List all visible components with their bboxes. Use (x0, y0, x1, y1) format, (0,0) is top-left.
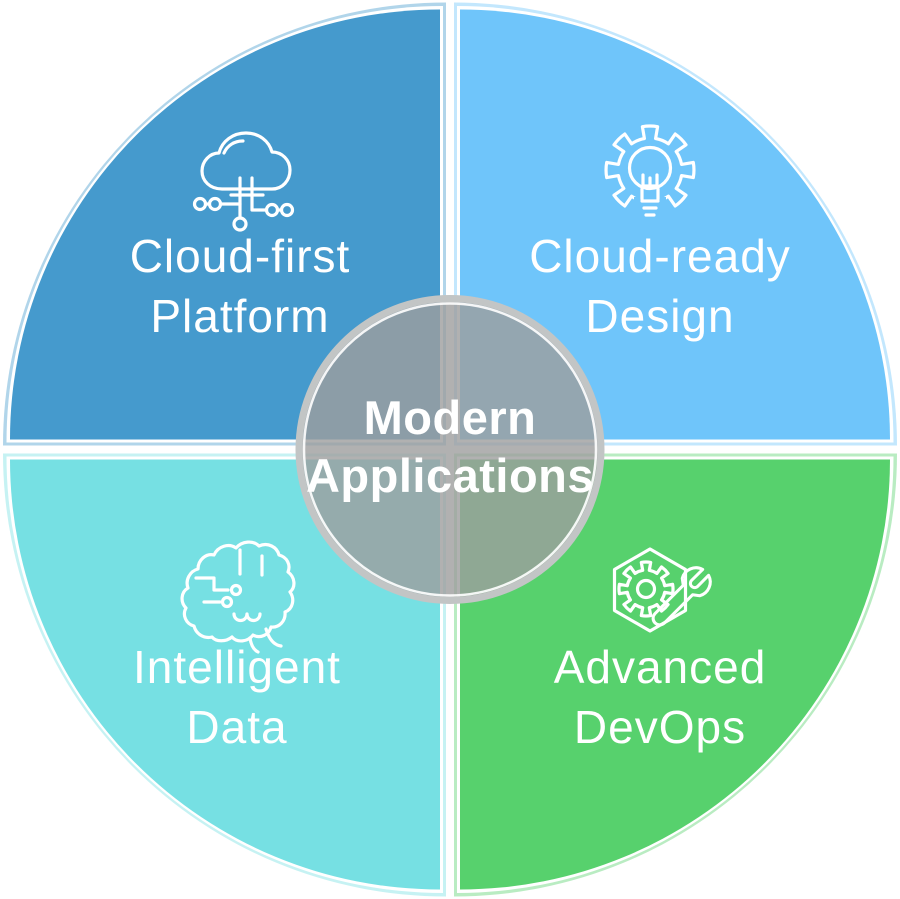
circuit-node (279, 202, 295, 218)
hexagon-outline (612, 547, 688, 633)
gear-wrench-icon (612, 547, 712, 633)
brain-fold-arcs (232, 612, 262, 623)
label-cloud-first: Cloud-first (130, 230, 351, 282)
center-ring (295, 295, 605, 604)
brain-stem-branch (248, 636, 260, 654)
center-title-line1: Modern (364, 391, 537, 444)
bulb-base-lines (640, 199, 660, 217)
bulb-filament (641, 173, 659, 188)
label-platform: Platform (150, 290, 329, 342)
wrench-outline (651, 566, 712, 627)
circuit-node (192, 196, 208, 212)
sector-intelligent-data (10, 459, 440, 890)
gear-lightbulb-icon (604, 124, 696, 217)
wrench (651, 566, 712, 627)
center-circle: Modern Applications (295, 295, 605, 604)
quadrant-cloud-ready-design (454, 2, 897, 446)
label-intelligent: Intelligent (133, 641, 341, 693)
label-advanced: Advanced (554, 641, 767, 693)
label-data: Data (186, 701, 287, 753)
quadrant-cloud-first-platform (3, 2, 446, 446)
quadrant-intelligent-data (3, 453, 446, 897)
gear-outline (617, 560, 675, 618)
circuit-node (220, 595, 234, 609)
label-devops: DevOps (574, 701, 746, 753)
sector-cloud-ready (460, 9, 890, 440)
bulb-neck (640, 187, 660, 201)
sector-advanced-devops (460, 459, 890, 890)
cloud-network-icon (192, 131, 295, 232)
brain-outline (180, 540, 296, 643)
brain-circuit-step (194, 576, 230, 592)
label-design: Design (585, 290, 734, 342)
cloud-inner-accent (222, 139, 245, 155)
center-disc (298, 297, 602, 602)
center-title-line2: Applications (306, 449, 594, 502)
cloud-outline (200, 131, 292, 191)
circuit-node (264, 202, 280, 218)
center-inner-ring (302, 302, 598, 597)
circuit-node (229, 583, 243, 597)
label-cloud-ready: Cloud-ready (529, 230, 791, 282)
quadrant-advanced-devops (454, 453, 897, 897)
sector-cloud-first (10, 9, 440, 440)
brain-circuit-icon (180, 540, 296, 654)
bulb-outline (627, 145, 673, 191)
circuit-node (232, 216, 248, 232)
gear-hub (635, 578, 657, 600)
brain-stem (264, 627, 283, 648)
circuit-right-branch (250, 176, 269, 212)
circuit-node (207, 196, 223, 212)
